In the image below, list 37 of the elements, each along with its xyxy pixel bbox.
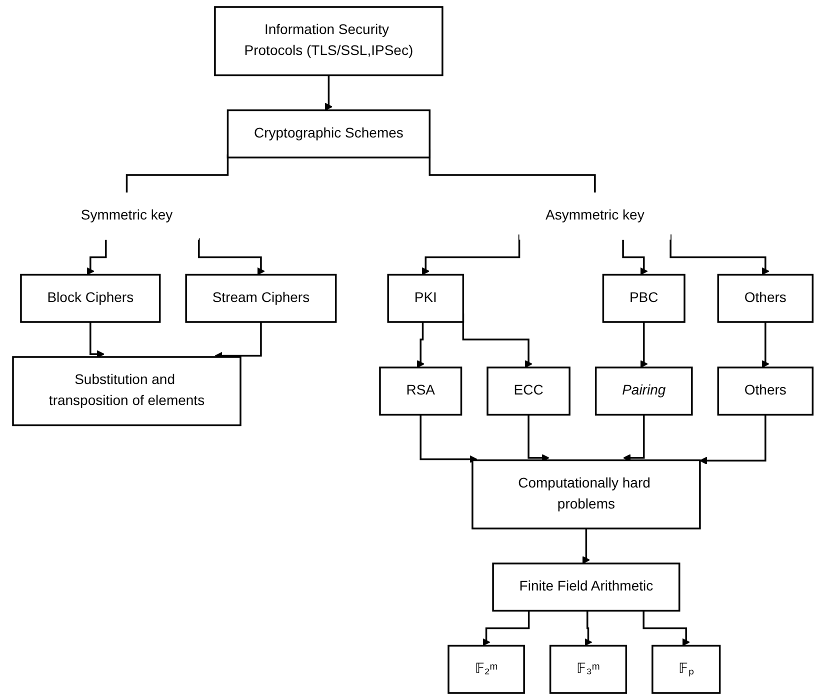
node-box: Block Ciphers bbox=[20, 274, 160, 323]
arrow bbox=[761, 322, 769, 368]
arrow bbox=[642, 610, 690, 646]
arrow bbox=[421, 234, 520, 276]
node-text: Symmetric key bbox=[80, 208, 172, 224]
node-box: 𝔽₂ᵐ bbox=[447, 644, 525, 694]
node-box: Cryptographic Schemes bbox=[226, 109, 430, 158]
node-box: Others bbox=[716, 274, 814, 323]
arrow bbox=[416, 322, 424, 368]
arrow bbox=[527, 414, 549, 462]
node-box: PKI bbox=[386, 274, 464, 323]
node-box: 𝔽₃ᵐ bbox=[549, 644, 627, 694]
node-box: Finite Field Arithmetic bbox=[492, 562, 680, 612]
node-box: Others bbox=[716, 366, 814, 416]
node-box: Substitution and transposition of elements bbox=[12, 356, 242, 426]
arrow bbox=[622, 414, 644, 462]
arrow bbox=[622, 240, 648, 276]
arrow bbox=[582, 528, 590, 564]
node-box: 𝔽ₚ bbox=[651, 644, 720, 694]
node-box: Computationally hard problems bbox=[471, 459, 700, 530]
arrow bbox=[198, 238, 264, 276]
node-box: ECC bbox=[486, 366, 570, 416]
arrow bbox=[86, 240, 106, 276]
arrow bbox=[419, 414, 477, 464]
arrow bbox=[324, 75, 332, 111]
arrow bbox=[640, 322, 648, 368]
node-box: Information Security Protocols (TLS/SSL,IPSec) bbox=[214, 6, 443, 76]
node-text: Asymmetric key bbox=[545, 208, 644, 224]
arrow bbox=[584, 610, 592, 646]
node-box: Stream Ciphers bbox=[184, 274, 336, 323]
node-box: Pairing bbox=[594, 366, 692, 416]
node-box: PBC bbox=[602, 274, 686, 323]
node-box: RSA bbox=[378, 366, 462, 416]
arrow bbox=[89, 322, 104, 358]
arrow bbox=[669, 234, 769, 276]
arrow bbox=[699, 414, 766, 464]
arrow bbox=[482, 610, 530, 646]
